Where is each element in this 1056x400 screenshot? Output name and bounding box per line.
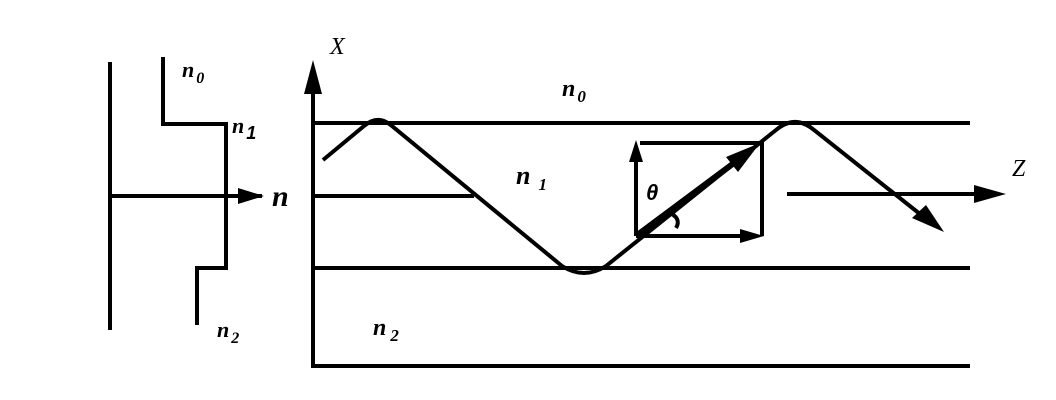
angle-arc	[667, 210, 680, 230]
kx-arrowhead	[629, 140, 643, 162]
k-arrowhead	[726, 143, 760, 172]
k-vector	[634, 154, 744, 239]
x-axis-label: X	[329, 34, 346, 60]
x-axis-arrowhead	[304, 60, 322, 94]
ray-arrowhead	[912, 205, 944, 232]
profile-n-axis-label: n	[272, 180, 289, 213]
zigzag-ray	[321, 118, 932, 275]
angle-label: θ	[646, 180, 658, 205]
profile-step-curve	[161, 57, 228, 325]
vector-box	[640, 141, 764, 236]
kz-arrowhead	[740, 229, 764, 243]
profile-arrowhead	[238, 188, 264, 204]
z-axis-arrowhead	[974, 185, 1006, 203]
z-axis-label: Z	[1012, 156, 1026, 182]
